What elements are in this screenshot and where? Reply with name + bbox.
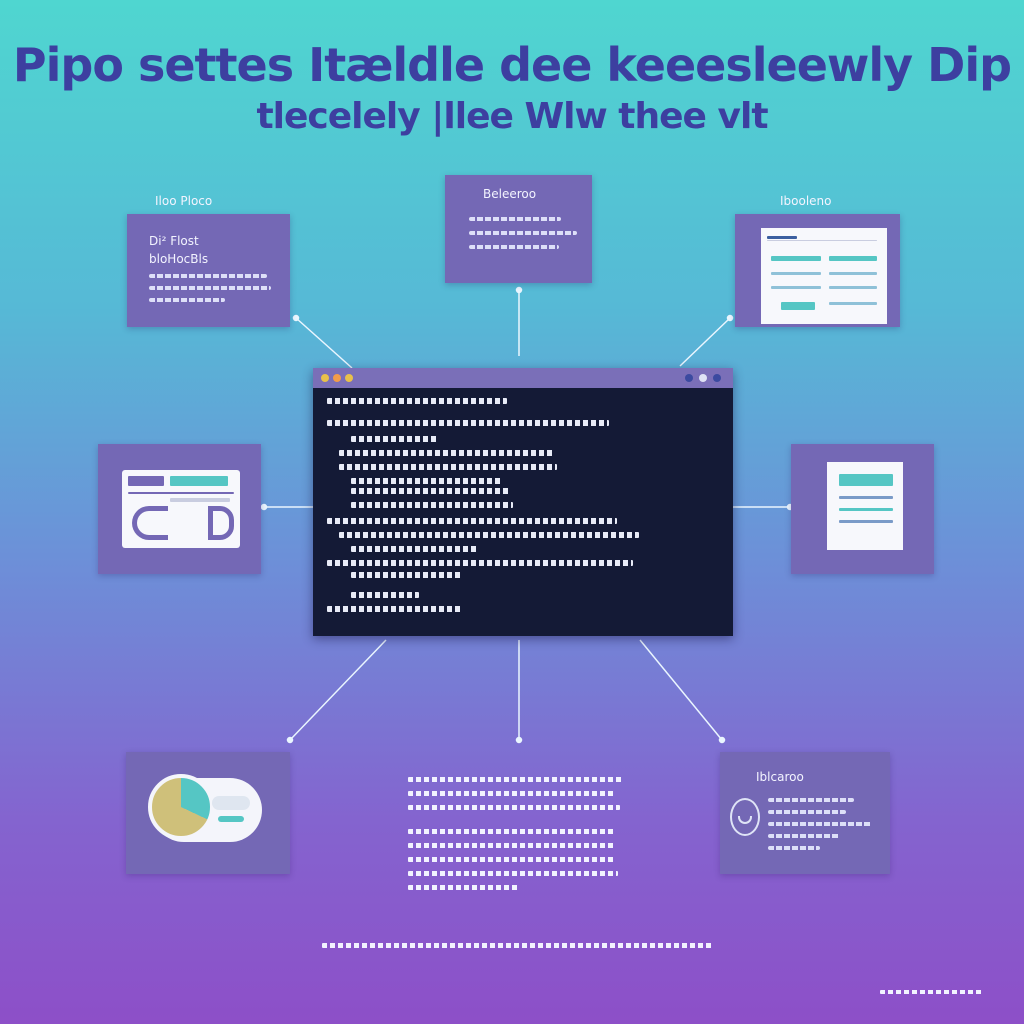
- card-top-right-label: Ibooleno: [780, 194, 832, 208]
- text-line: [408, 777, 622, 782]
- code-line: [327, 560, 633, 566]
- terminal-title-bar: [313, 368, 733, 388]
- text-line: [149, 298, 225, 302]
- window-dot-icon[interactable]: [713, 374, 721, 382]
- window-dot-icon[interactable]: [685, 374, 693, 382]
- folder-window-icon: [122, 470, 240, 548]
- code-line: [351, 436, 437, 442]
- code-line: [339, 450, 553, 456]
- card-top-left-heading: Di² Flost: [149, 234, 199, 248]
- code-line: [327, 518, 617, 524]
- code-line: [351, 478, 501, 484]
- text-line: [408, 885, 518, 890]
- connector-top-right: [679, 317, 731, 367]
- code-line: [351, 502, 513, 508]
- code-line: [351, 488, 511, 494]
- text-line: [149, 274, 267, 278]
- window-dot-icon[interactable]: [321, 374, 329, 382]
- text-line: [469, 231, 577, 235]
- card-bottom-left[interactable]: [126, 752, 290, 874]
- text-line: [408, 871, 618, 876]
- document-icon: [761, 228, 887, 324]
- code-line: [339, 532, 639, 538]
- text-line: [408, 829, 616, 834]
- window-dot-icon[interactable]: [333, 374, 341, 382]
- code-line: [327, 420, 609, 426]
- code-line: [339, 464, 557, 470]
- code-line: [351, 572, 463, 578]
- connector-top-left: [295, 317, 353, 369]
- code-line: [351, 592, 419, 598]
- pie-chart-icon: [148, 774, 262, 842]
- text-line: [408, 857, 614, 862]
- footer-caption: [880, 990, 982, 994]
- text-line: [768, 822, 872, 826]
- card-top-center-label: Beleeroo: [483, 187, 537, 201]
- window-dot-icon[interactable]: [699, 374, 707, 382]
- card-top-left-subheading: bloHocBls: [149, 252, 209, 266]
- card-top-right[interactable]: [735, 214, 900, 327]
- diagram-title: Pipo settes Itældle dee keeesleewly Dip: [12, 38, 1012, 92]
- code-line: [351, 546, 479, 552]
- text-line: [768, 846, 820, 850]
- code-line: [327, 606, 463, 612]
- text-line: [768, 798, 854, 802]
- text-line: [408, 791, 616, 796]
- code-line: [327, 398, 507, 404]
- card-top-left[interactable]: Di² Flost bloHocBls: [127, 214, 290, 327]
- terminal-window[interactable]: [313, 368, 733, 636]
- text-line: [408, 843, 616, 848]
- card-right[interactable]: [791, 444, 934, 574]
- diagram-subtitle: tlecelely |llee Wlw thee vlt: [256, 96, 768, 137]
- text-line: [768, 834, 840, 838]
- document-icon: [827, 462, 903, 550]
- card-bottom-right-label: Iblcaroo: [756, 770, 804, 784]
- card-bottom-right[interactable]: Iblcaroo: [720, 752, 890, 874]
- text-line: [149, 286, 271, 290]
- text-line: [768, 810, 846, 814]
- card-top-center[interactable]: Beleeroo: [445, 175, 592, 283]
- window-dot-icon[interactable]: [345, 374, 353, 382]
- footer-text: [322, 943, 712, 948]
- globe-icon: [730, 798, 760, 836]
- text-line: [469, 217, 561, 221]
- text-line: [469, 245, 559, 249]
- card-top-left-label: Iloo Ploco: [155, 194, 213, 208]
- text-line: [408, 805, 620, 810]
- connector-bottom-right: [639, 639, 723, 741]
- connector-bottom-left: [289, 639, 387, 741]
- card-left[interactable]: [98, 444, 261, 574]
